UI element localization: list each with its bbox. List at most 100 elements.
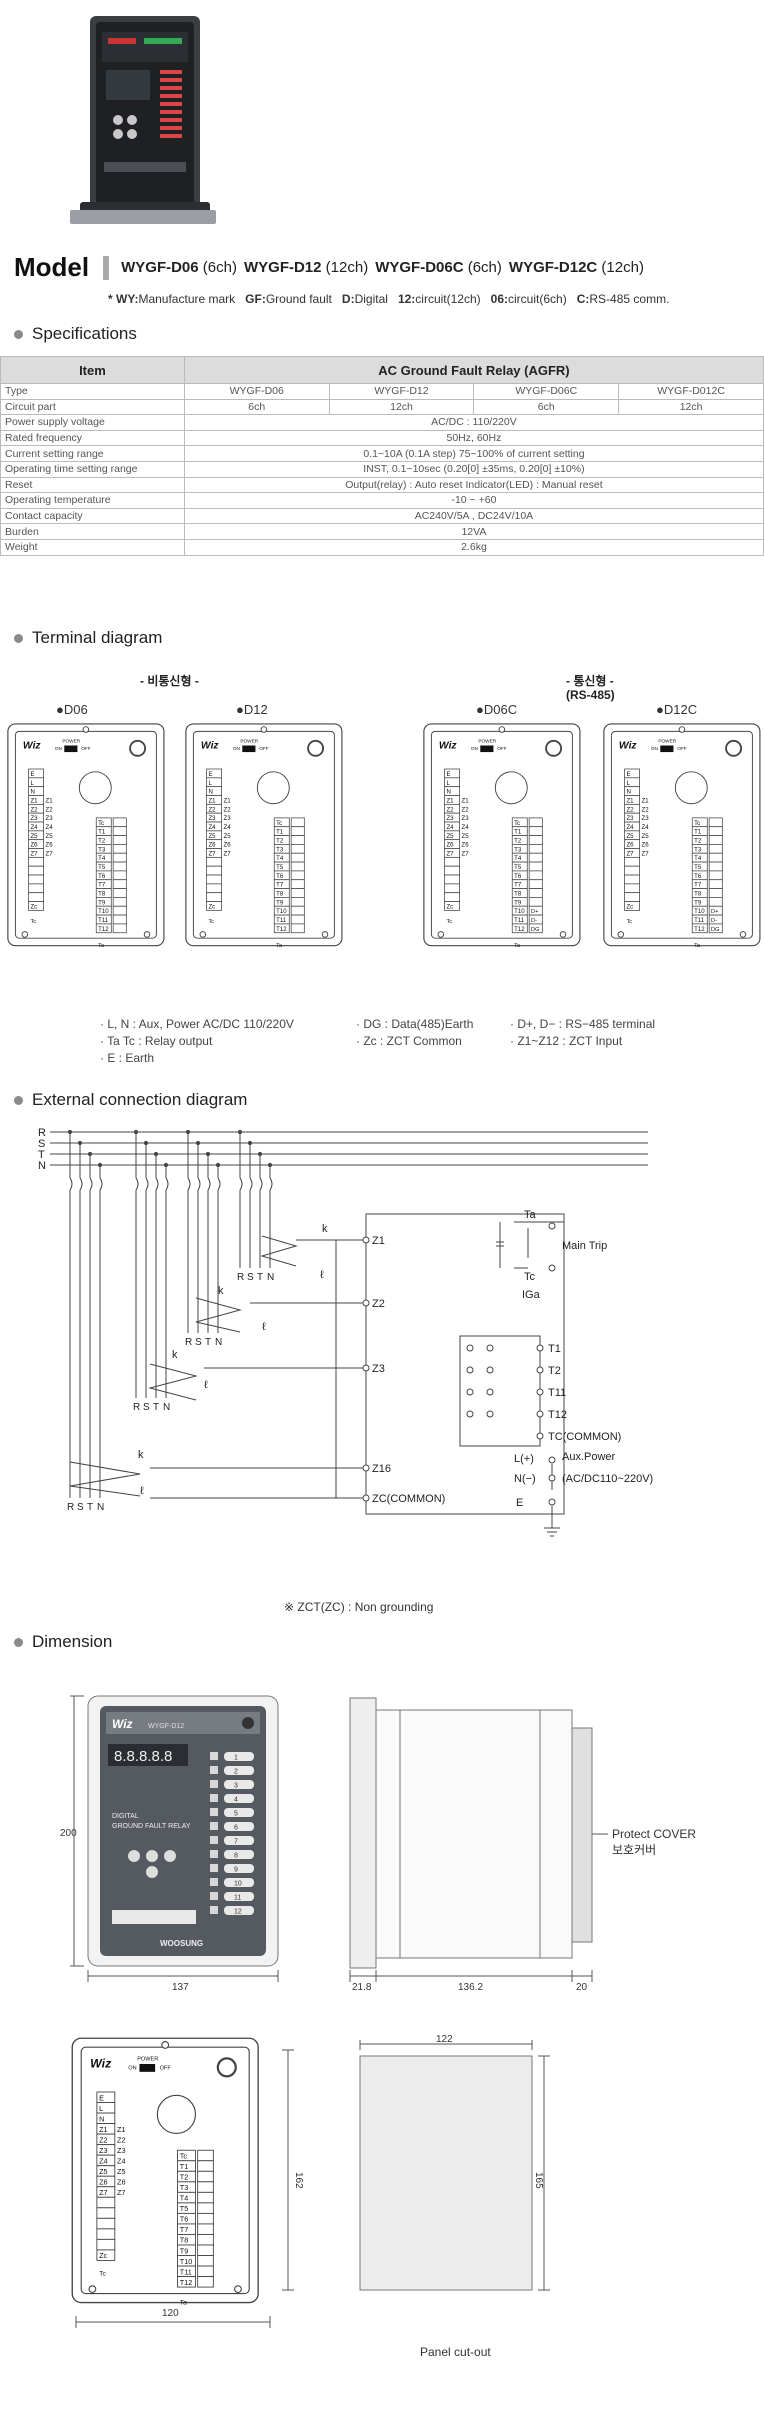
- terminal-label: L: [99, 2104, 103, 2113]
- lplus-label: L(+): [514, 1453, 534, 1465]
- table-row: Circuit part 6ch 12ch 6ch 12ch: [0, 398, 764, 416]
- terminal-label: T5: [694, 864, 702, 871]
- terminal-label: N: [30, 789, 34, 796]
- unit-on-label: ON: [128, 2066, 136, 2072]
- terminal-label: N: [626, 789, 630, 796]
- terminal-label: T7: [514, 882, 522, 889]
- led-number: 2: [234, 1769, 238, 1776]
- terminal-label: Zc: [446, 903, 453, 910]
- terminal-label: T10: [514, 908, 525, 915]
- external-title: External connection diagram: [14, 1090, 247, 1110]
- dim-label-165: 165: [533, 2172, 544, 2189]
- dim-label-120: 120: [162, 2308, 179, 2319]
- phase-label-t: T: [38, 1149, 45, 1161]
- terminal-legend-col3: · D+, D− : RS−485 terminal · Z1~Z12 : ZC…: [510, 1017, 656, 1048]
- terminal-label: Z4: [641, 824, 649, 831]
- spec-table: Item AC Ground Fault Relay (AGFR) Type W…: [0, 356, 764, 556]
- terminal-label: Z2: [30, 806, 38, 813]
- terminal-label: T12: [514, 926, 525, 933]
- terminal-label: Z3: [30, 815, 38, 822]
- rstn-label: T: [205, 1337, 211, 1348]
- front-brand: Wiz: [112, 1717, 133, 1731]
- terminal-label: Z4: [30, 824, 38, 831]
- rstn-label: N: [163, 1402, 170, 1413]
- unit-off-label: OFF: [81, 746, 91, 751]
- terminal-label: T8: [180, 2236, 188, 2245]
- terminal-label: T2: [694, 838, 702, 845]
- terminal-label: Z7: [208, 850, 216, 857]
- terminal-label: Z5: [446, 833, 454, 840]
- terminal-label: T11: [276, 917, 287, 924]
- aux-range-label: (AC/DC110~220V): [562, 1473, 653, 1485]
- nminus-label: N(−): [514, 1473, 536, 1485]
- terminal-label: Z5: [641, 833, 649, 840]
- terminal-label: Z5: [117, 2167, 125, 2176]
- terminal-label: Z5: [45, 833, 53, 840]
- terminal-label: Ta: [276, 943, 283, 947]
- terminal-label: Z6: [626, 842, 634, 849]
- rstn-label: R: [67, 1502, 74, 1513]
- led-number: 5: [234, 1811, 238, 1818]
- k-label: k: [322, 1223, 328, 1235]
- rstn-label: N: [215, 1337, 222, 1348]
- terminal-label: Z4: [461, 824, 469, 831]
- terminal-label: Z3: [461, 815, 469, 822]
- unit-label-d06: ●D06: [56, 702, 88, 717]
- unit-brand: Wiz: [201, 740, 220, 751]
- model-divider: [103, 255, 110, 280]
- terminal-label: T10: [180, 2257, 193, 2266]
- led-number: 7: [234, 1839, 238, 1846]
- terminal-label: Z7: [30, 850, 38, 857]
- terminal-label: T11: [694, 917, 705, 924]
- terminal-label: Z4: [45, 824, 53, 831]
- terminal-label: Z7: [446, 850, 454, 857]
- terminal-label: D+: [531, 909, 538, 915]
- terminal-label: E: [446, 771, 450, 778]
- unit-brand: Wiz: [90, 2056, 112, 2070]
- bullet-icon: [14, 1637, 23, 1647]
- terminal-label: E: [208, 771, 212, 778]
- terminal-label: Z7: [626, 850, 634, 857]
- terminal-label: Z7: [641, 850, 649, 857]
- terminal-label: Z5: [208, 833, 216, 840]
- terminal-label: Zc: [99, 2251, 107, 2260]
- k-label: k: [172, 1349, 178, 1361]
- terminal-label: Z3: [99, 2146, 107, 2155]
- terminal-label: E: [99, 2093, 104, 2102]
- rstn-label: S: [77, 1502, 84, 1513]
- unit-off-label: OFF: [160, 2066, 172, 2072]
- t-term-label: T2: [548, 1365, 561, 1377]
- specifications-title: Specifications: [14, 324, 137, 344]
- dim-label-20: 20: [576, 1982, 588, 1993]
- led-number: 4: [234, 1797, 238, 1804]
- rstn-label: R: [185, 1337, 192, 1348]
- dim-label-162: 162: [293, 2172, 304, 2189]
- terminal-label: T4: [98, 855, 106, 862]
- terminal-label: Tc: [626, 919, 632, 925]
- aux-power-label: Aux.Power: [562, 1451, 616, 1463]
- terminal-label: Z7: [117, 2188, 125, 2197]
- terminal-label: T6: [180, 2215, 188, 2224]
- terminal-label: T1: [98, 829, 106, 836]
- terminal-label: Z5: [30, 833, 38, 840]
- bullet-icon: [14, 633, 23, 643]
- front-display: 8.8.8.8.8: [114, 1748, 172, 1765]
- terminal-label: Zc: [626, 903, 633, 910]
- model-variant: WYGF-D12 (12ch): [243, 259, 369, 276]
- led-number: 10: [234, 1881, 242, 1888]
- unit-off-label: OFF: [677, 746, 687, 751]
- t-term-label: T1: [548, 1343, 561, 1355]
- unit-on-label: ON: [233, 746, 240, 751]
- terminal-label: T9: [98, 899, 106, 906]
- terminal-label: Z6: [45, 842, 53, 849]
- rstn-label: R: [133, 1402, 140, 1413]
- z-label: Z16: [372, 1463, 391, 1475]
- bullet-icon: [14, 1095, 23, 1105]
